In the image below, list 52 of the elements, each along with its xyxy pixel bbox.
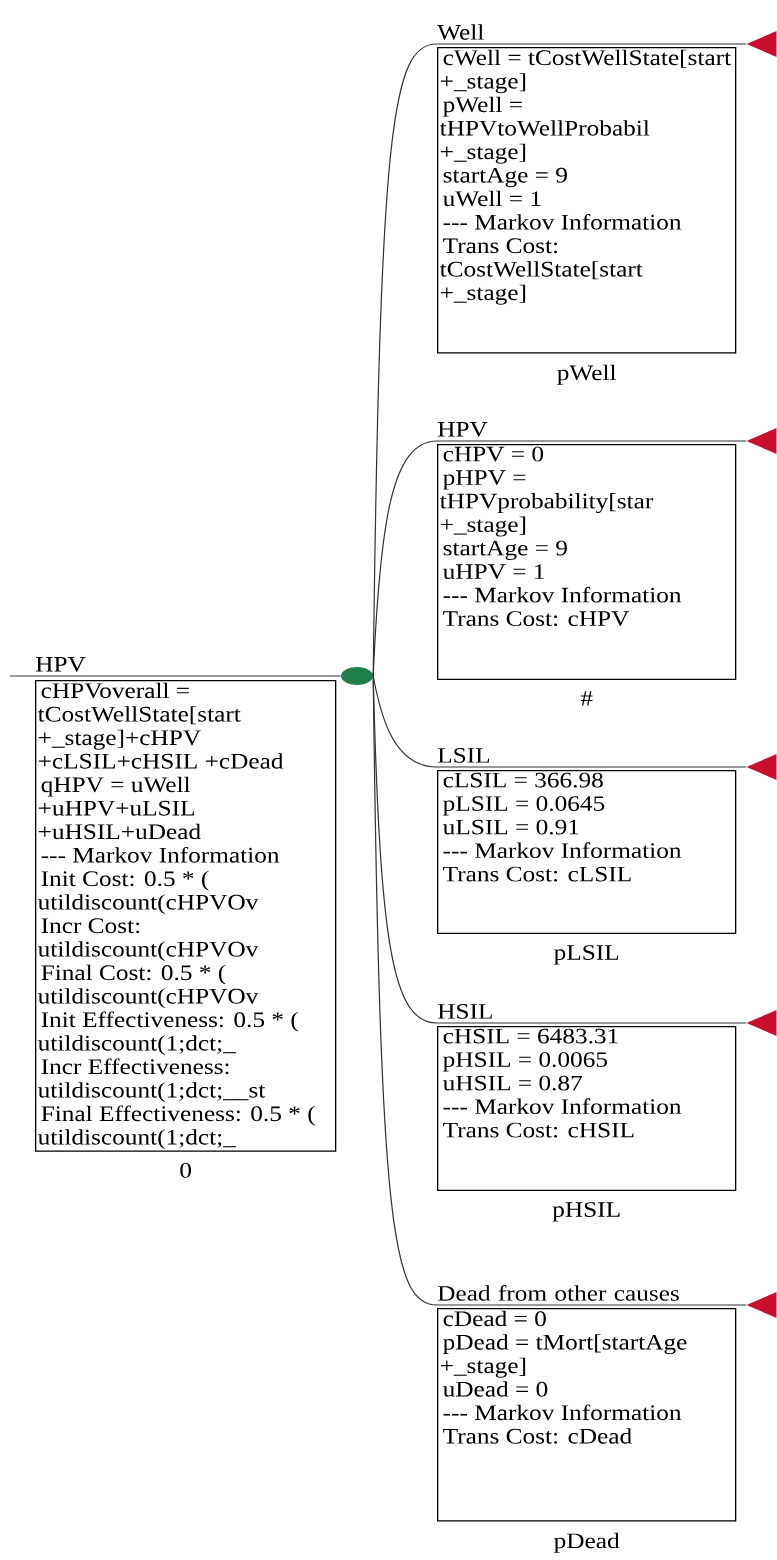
attribute-text: --- Markov Information (443, 842, 682, 858)
attribute-text: cHSIL = 6483.31 (443, 1028, 618, 1044)
attribute-text: Init Cost: 0.5 * ( utildiscount(cHPVOv (38, 870, 259, 915)
attribute-text: startAge = 9 (443, 540, 567, 561)
attribute-text: cHPV = 0 (443, 446, 544, 462)
branch-line (372, 675, 747, 1306)
probability-label: 0 (180, 1162, 191, 1178)
terminal-triangle (746, 31, 777, 57)
state-label: HPV (437, 422, 488, 437)
attribute-text: Trans Cost: cLSIL (443, 866, 631, 882)
attribute-text: Incr Cost: utildiscount(cHPVOv (38, 918, 259, 962)
state-label: Well (437, 24, 484, 40)
attribute-text: uDead = 0 (443, 1381, 548, 1397)
probability-label: pDead (554, 1532, 620, 1553)
probability-label: # (580, 691, 593, 706)
attribute-text: cDead = 0 (443, 1310, 546, 1327)
terminal-triangle (746, 754, 777, 780)
attribute-text: Trans Cost: cHPV (443, 611, 630, 627)
attribute-text: Final Cost: 0.5 * ( utildiscount(cHPVOv (38, 964, 259, 1009)
terminal-triangle (746, 428, 777, 454)
branch-line (9, 675, 342, 677)
attribute-text: startAge = 9 (443, 167, 567, 188)
attribute-text: uWell = 1 (443, 190, 541, 207)
terminal-triangle (746, 1292, 777, 1318)
branch-line (372, 440, 747, 677)
attribute-text: Final Effectiveness: 0.5 * ( utildiscount(1;dct;_ (38, 1105, 315, 1150)
state-label: HSIL (437, 1004, 492, 1019)
probability-label: pHSIL (552, 1202, 620, 1222)
attribute-text: --- Markov Information (443, 586, 682, 603)
attribute-text: Trans Cost: cDead (443, 1428, 632, 1444)
attribute-text: Incr Effectiveness: utildiscount(1;dct;__st (38, 1058, 266, 1103)
probability-label: pWell (557, 364, 617, 385)
attribute-text: uHSIL = 0.87 (443, 1075, 582, 1091)
state-label: LSIL (437, 748, 490, 763)
attribute-text: --- Markov Information (41, 846, 280, 863)
attribute-text: qHPV = uWell +uHPV+uLSIL +uHSIL+uDead (38, 776, 201, 840)
state-label: Dead from other causes (437, 1285, 679, 1301)
attribute-text: Trans Cost: tCostWellState[start +_stage] (439, 238, 643, 305)
attribute-text: cLSIL = 366.98 (443, 772, 603, 788)
attribute-text: Trans Cost: cHSIL (443, 1122, 634, 1138)
state-label: HPV (35, 657, 86, 672)
attribute-text: pHSIL = 0.0065 (443, 1052, 607, 1072)
attribute-text: --- Markov Information (443, 1404, 682, 1421)
attribute-text: Init Effectiveness: 0.5 * ( utildiscount(1;dct;_ (38, 1011, 298, 1056)
terminal-triangle (746, 1010, 777, 1036)
probability-label: pLSIL (554, 945, 619, 965)
attribute-text: uLSIL = 0.91 (443, 819, 579, 835)
attribute-text: pLSIL = 0.0645 (443, 796, 605, 816)
attribute-text: --- Markov Information (443, 213, 682, 230)
attribute-text: uHPV = 1 (443, 564, 544, 580)
markov-node-circle (341, 667, 373, 685)
attribute-text: --- Markov Information (443, 1098, 682, 1114)
